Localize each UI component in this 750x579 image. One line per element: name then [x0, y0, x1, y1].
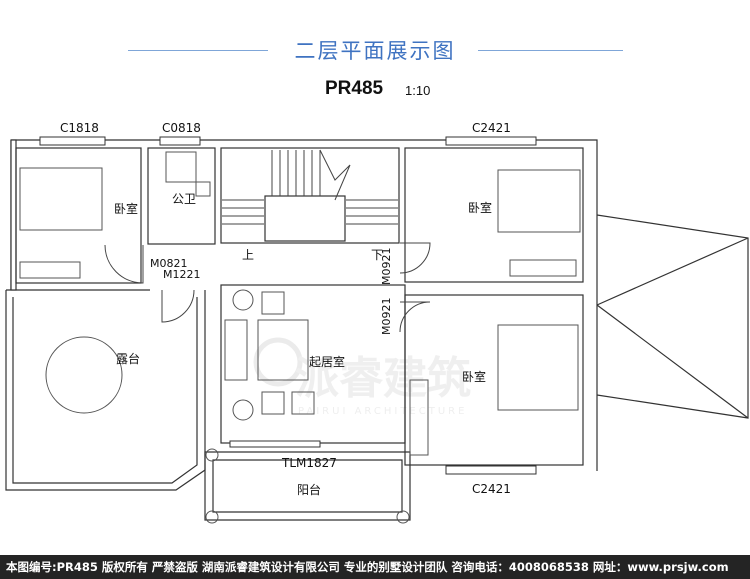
bedroom-ne-outline — [404, 147, 584, 283]
room-label-bedroom-nw: 卧室 — [114, 201, 138, 216]
wardrobe-ne — [509, 259, 577, 277]
sofa — [224, 319, 248, 381]
door-label-m1221: M1221 — [163, 268, 201, 281]
outer-wall-top-right — [11, 139, 598, 471]
room-label-terrace: 露台 — [116, 351, 140, 366]
door-label-m0921-a: M0921 — [380, 248, 393, 286]
watermark-logo: 派睿建筑 PAIRUI ARCHITECTURE — [253, 337, 471, 417]
bed-ne — [497, 169, 581, 233]
door-label-m0921-b: M0921 — [380, 298, 393, 336]
window-label-c0818: C0818 — [162, 121, 201, 135]
bedroom-nw-outline — [15, 147, 142, 284]
stair-landing — [264, 195, 346, 242]
furniture — [19, 151, 581, 524]
door-label-tlm1827: TLM1827 — [281, 456, 337, 470]
coffee-table — [257, 319, 309, 381]
room-label-bedroom-ne: 卧室 — [468, 200, 492, 215]
shower — [165, 151, 197, 183]
stair-outline — [220, 147, 400, 244]
balcony-inner — [212, 459, 403, 513]
bathroom-outline — [147, 147, 216, 245]
door-label-m0821: M0821 — [150, 257, 188, 270]
page-title: 二层平面展示图 — [294, 39, 456, 63]
plan-scale: 1:10 — [405, 83, 431, 98]
terrace-outline — [5, 290, 206, 491]
window-label-c2421-bottom: C2421 — [472, 482, 511, 496]
floor-plan: 派睿建筑 PAIRUI ARCHITECTURE — [5, 121, 749, 524]
watermark-cn: 派睿建筑 — [295, 353, 471, 404]
balcony-outline — [204, 451, 411, 521]
watermark-en: PAIRUI ARCHITECTURE — [298, 406, 467, 417]
stair-down-label: 下 — [371, 248, 383, 262]
room-label-bedroom-e: 卧室 — [462, 369, 486, 384]
footer-text: 本图编号:PR485 版权所有 严禁盗版 湖南派睿建筑设计有限公司 专业的别墅设… — [6, 560, 729, 574]
bed-e — [497, 324, 579, 411]
stair-up-label: 上 — [242, 248, 254, 262]
window-label-c2421-top: C2421 — [472, 121, 511, 135]
plan-code: PR485 — [325, 78, 384, 99]
roof-outline — [596, 214, 749, 419]
title-rule-left — [128, 50, 268, 51]
room-label-balcony: 阳台 — [297, 482, 321, 497]
wardrobe-e — [409, 379, 429, 456]
toilet — [195, 181, 211, 197]
umbrella — [45, 336, 123, 414]
door-swings — [104, 242, 431, 333]
roof-ridges — [596, 237, 749, 419]
bed-nw — [19, 167, 103, 231]
wardrobe-nw — [19, 261, 81, 279]
room-label-bathroom: 公卫 — [172, 192, 196, 206]
windows — [39, 136, 537, 475]
title-rule-right — [478, 50, 623, 51]
room-label-living: 起居室 — [309, 354, 345, 369]
stair-treads — [222, 149, 398, 225]
wall-seg — [10, 139, 17, 291]
terrace-inner — [12, 297, 198, 484]
footer-bar: 本图编号:PR485 版权所有 严禁盗版 湖南派睿建筑设计有限公司 专业的别墅设… — [0, 555, 750, 579]
window-label-c1818: C1818 — [60, 121, 99, 135]
